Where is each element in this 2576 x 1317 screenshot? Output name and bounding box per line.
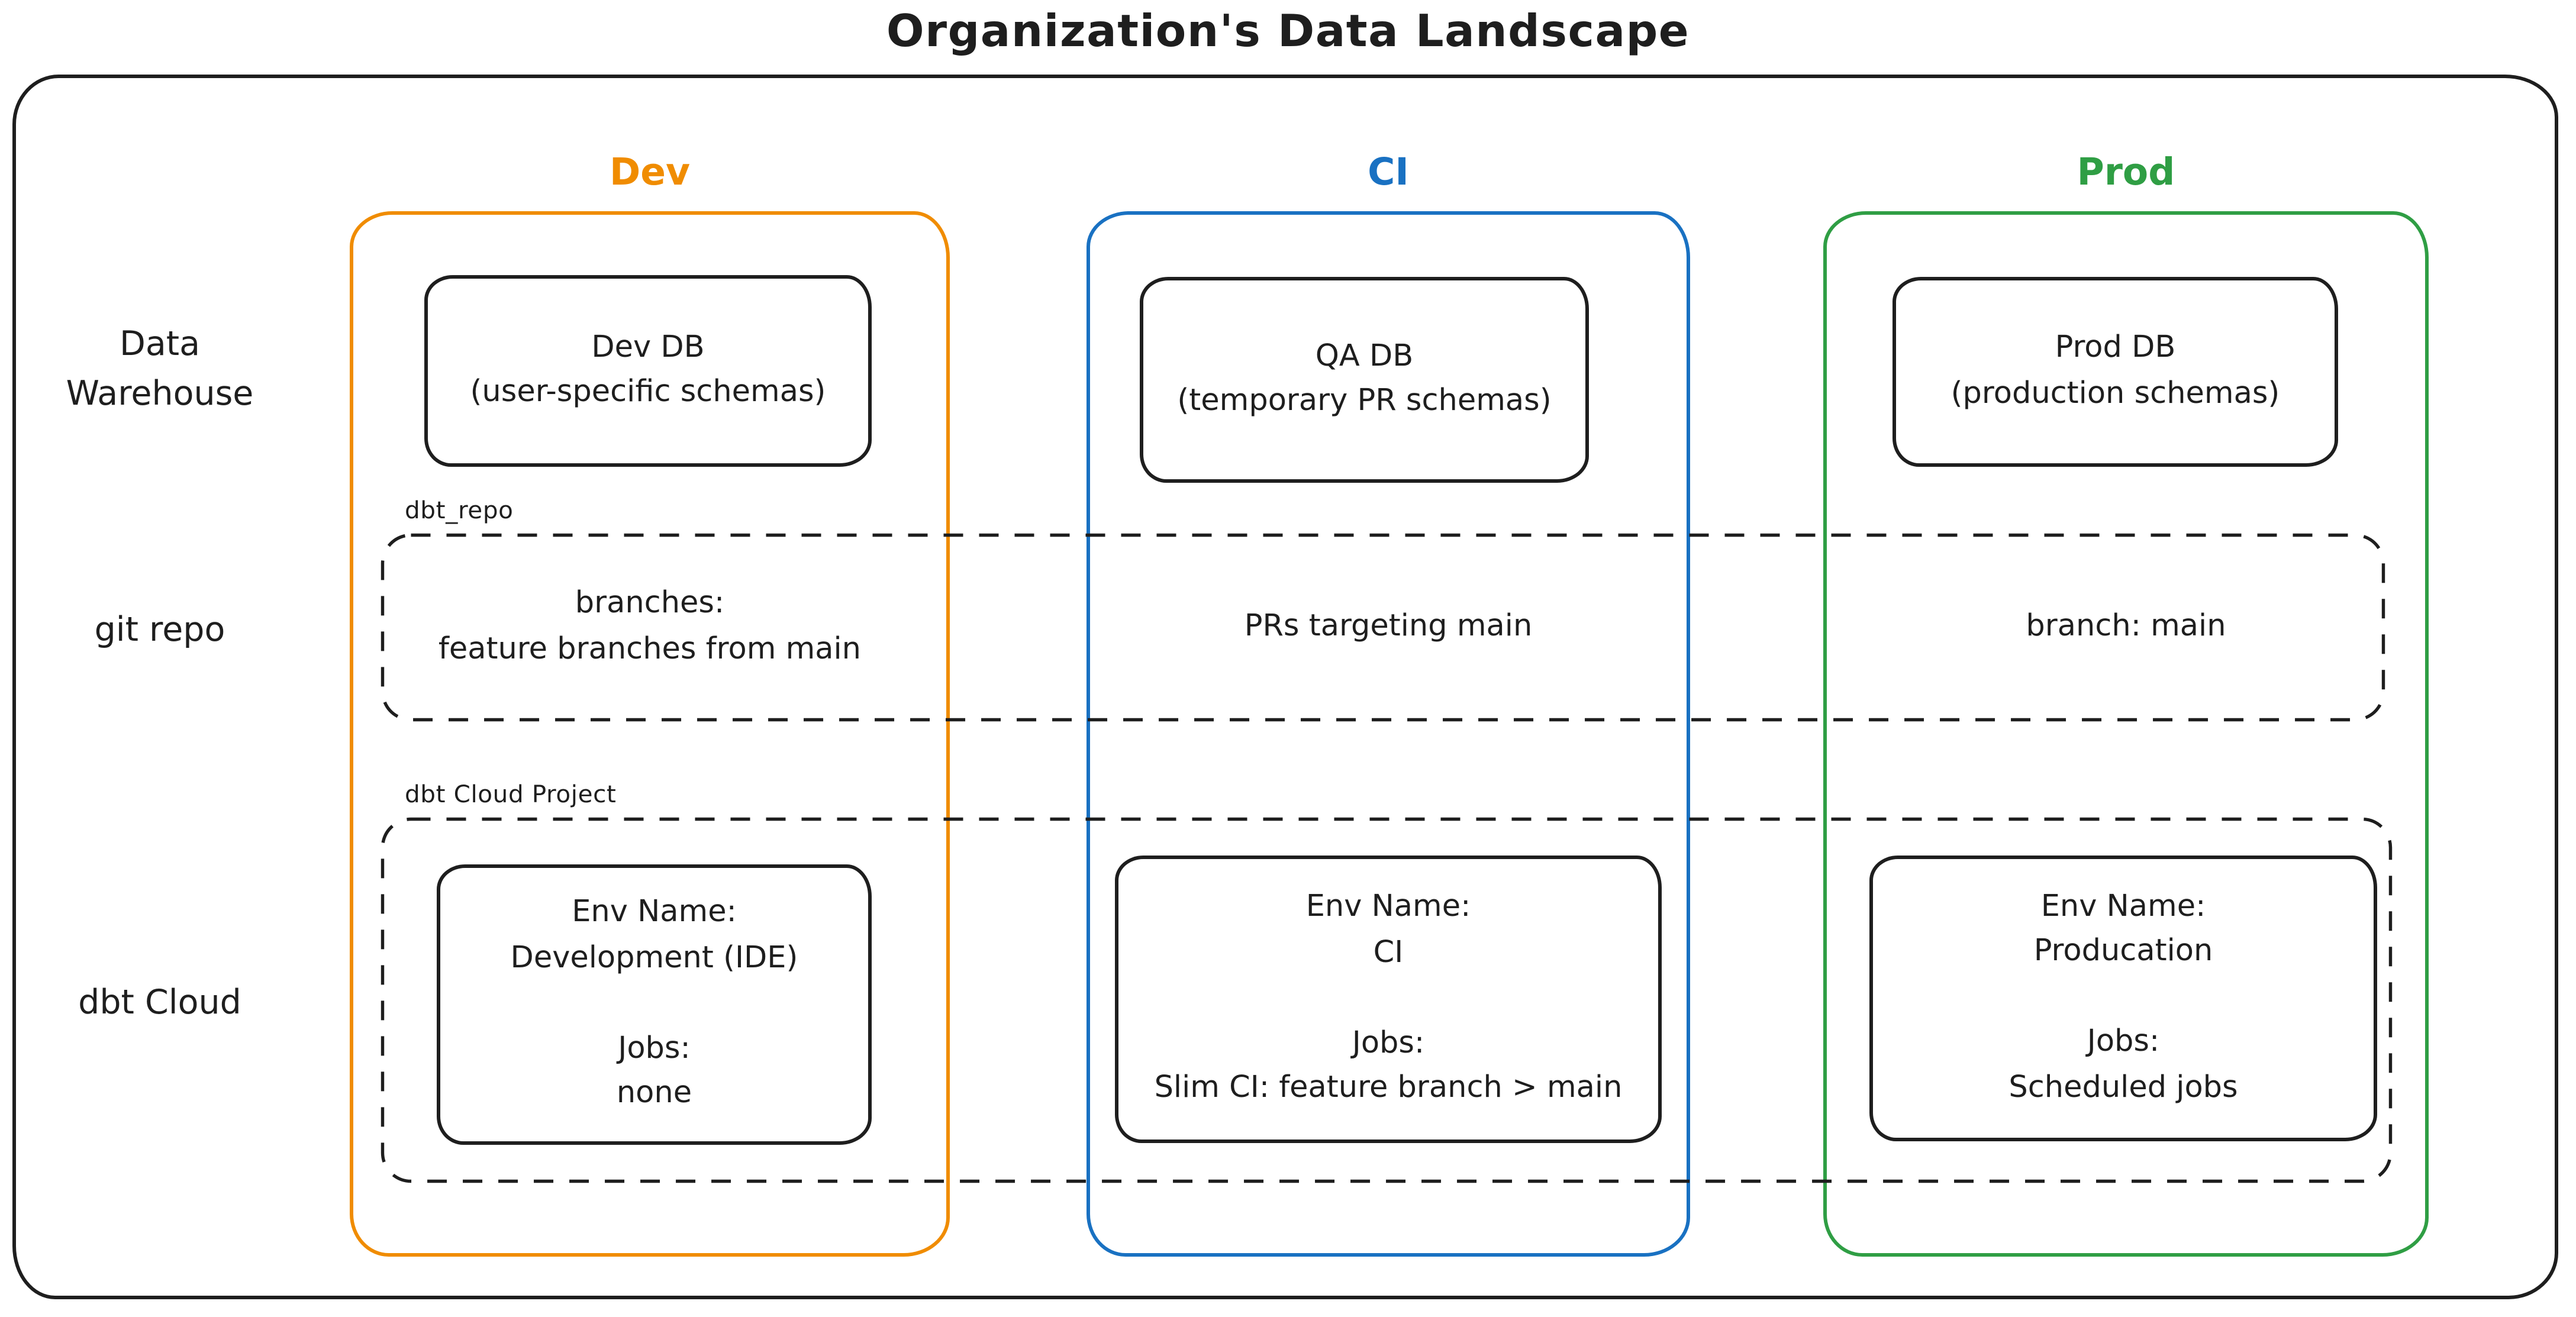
ci-column: CI QA DB (temporary PR schemas) Env Name…	[1087, 151, 1690, 1257]
ci-git-text: PRs targeting main	[1244, 608, 1533, 644]
dev-env-box: Env Name: Development (IDE) Jobs: none	[437, 864, 872, 1145]
row-label-data-warehouse: Data Warehouse	[66, 325, 254, 413]
prod-column: Prod Prod DB (production schemas) Env Na…	[1823, 151, 2429, 1257]
ci-column-header: CI	[1368, 151, 1409, 193]
dev-git-text: branches: feature branches from main	[438, 585, 862, 667]
prod-column-header: Prod	[2077, 151, 2175, 193]
prod-db-box: Prod DB (production schemas)	[1892, 277, 2338, 467]
ci-env-box: Env Name: CI Jobs: Slim CI: feature bran…	[1115, 856, 1662, 1143]
dev-db-box: Dev DB (user-specific schemas)	[424, 275, 872, 467]
dev-column: Dev Dev DB (user-specific schemas) Env N…	[350, 151, 950, 1257]
row-label-git-repo: git repo	[94, 611, 225, 650]
prod-env-box: Env Name: Producation Jobs: Scheduled jo…	[1869, 856, 2377, 1141]
row-label-dbt-cloud: dbt Cloud	[78, 983, 241, 1022]
dbt-cloud-project-label: dbt Cloud Project	[405, 781, 617, 809]
diagram-title: Organization's Data Landscape	[886, 5, 1690, 57]
qa-db-box: QA DB (temporary PR schemas)	[1140, 277, 1589, 483]
dev-column-header: Dev	[609, 151, 691, 193]
prod-git-text: branch: main	[2026, 608, 2226, 644]
landscape-container	[12, 75, 2558, 1299]
dbt-repo-label: dbt_repo	[405, 497, 514, 525]
